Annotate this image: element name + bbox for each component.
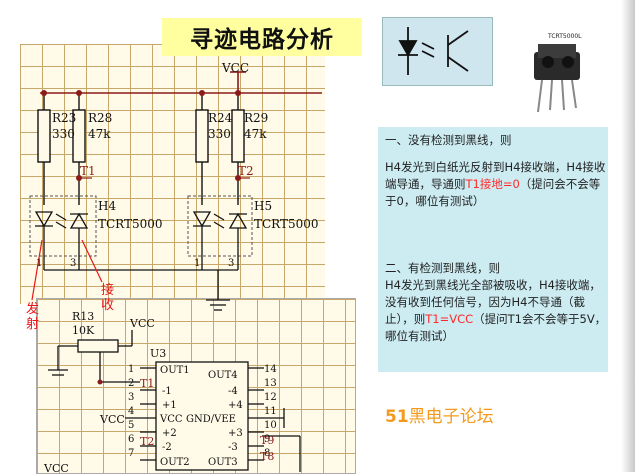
tcrt-label-1: TCRT5000 (98, 217, 163, 231)
pin-num-12: 12 (264, 392, 277, 403)
pin-b1: 1 (194, 258, 200, 269)
r23-label: R23 (52, 111, 76, 125)
optocoupler-symbol-icon (398, 27, 469, 75)
case1-body-b: （提问会不会等于0，哪位有测试） (385, 177, 601, 208)
tcrt-label-2: TCRT5000 (254, 217, 319, 231)
sensor-model-label: TCRT5000L (548, 33, 582, 40)
r13-label: R13 (72, 310, 94, 323)
schematic-grid-top (20, 44, 325, 304)
pin-num-14: 14 (264, 364, 277, 375)
pin-m4: -4 (228, 386, 238, 397)
case2-text: H4发光到黑线光全部被吸收，H4接收端，没有收到任何信号，因为H4不导通（截止）… (385, 277, 607, 345)
pin-vcc: VCC (159, 414, 183, 425)
pin-a3: 3 (70, 258, 76, 269)
r29-value: 47k (244, 127, 267, 141)
u3-label: U3 (150, 347, 166, 360)
pin-m2: -2 (162, 442, 172, 453)
pin-num-11: 11 (264, 406, 277, 417)
pin-num-9: 9 (264, 434, 270, 445)
pin-num-2: 2 (128, 378, 134, 389)
emit-annotation: 发射 (26, 302, 40, 332)
pin-out2: OUT2 (160, 457, 190, 468)
h5-label: H5 (254, 199, 272, 213)
pin-out3: OUT3 (208, 457, 238, 468)
pin-num-6: 6 (128, 434, 134, 445)
pin-num-7: 7 (128, 448, 134, 459)
case1-body-a: H4发光到白纸光反射到H4接收端，H4接收端导通，导通则 (385, 160, 606, 191)
page-edge-shadow (621, 0, 635, 472)
pin-gnd: GND/VEE (186, 414, 236, 425)
pin-p3: +3 (228, 428, 243, 439)
vcc-label: VCC (221, 61, 249, 75)
case1-heading: 一、没有检测到黑线，则 (385, 133, 512, 147)
pin-num-1: 1 (128, 364, 134, 375)
r29-label: R29 (244, 111, 268, 125)
t2-label: T2 (238, 164, 254, 178)
r24-value: 330 (208, 127, 231, 141)
vcc-pot-label: VCC (129, 317, 155, 330)
pin-num-10: 10 (264, 420, 277, 431)
t9-label: T9 (260, 434, 274, 447)
pin-num-4: 4 (128, 406, 134, 417)
pin-m1: -1 (162, 386, 172, 397)
h4-label: H4 (98, 199, 116, 213)
forum-watermark: 51黑电子论坛 (385, 402, 494, 427)
pin-out4: OUT4 (208, 370, 238, 381)
r23-value: 330 (52, 127, 75, 141)
r13-value: 10K (72, 324, 95, 337)
pin-a1: 1 (36, 258, 42, 269)
case2-body-a: H4发光到黑线光全部被吸收，H4接收端，没有收到任何信号，因为H4不导通（截止）… (385, 278, 601, 326)
r28-label: R28 (88, 111, 112, 125)
pin-p2: +2 (162, 428, 177, 439)
analysis-panel: 一、没有检测到黑线，则 H4发光到白纸光反射到H4接收端，H4接收端导通，导通则… (378, 127, 608, 372)
page-title: 寻迹电路分析 (162, 18, 362, 56)
pin-num-3: 3 (128, 392, 134, 403)
r24-label: R24 (208, 111, 233, 125)
pin-m3: -3 (228, 442, 238, 453)
pin-p1: +1 (162, 400, 177, 411)
forum-name: 黑电子论坛 (408, 407, 494, 427)
pin-p4: +4 (228, 400, 243, 411)
pin-num-5: 5 (128, 420, 134, 431)
case2-heading: 二、有检测到黑线，则 (385, 261, 500, 275)
case2-red: T1=VCC (425, 312, 474, 326)
case1-text: H4发光到白纸光反射到H4接收端，H4接收端导通，导通则T1接地=0（提问会不会… (385, 159, 607, 210)
r28-value: 47k (88, 127, 111, 141)
vcc-opamp-label: VCC (99, 413, 125, 426)
case2-body-b: （提问T1会不会等于5V，哪位有测试） (385, 312, 607, 343)
symbol-box (382, 17, 493, 86)
pin-out1: OUT1 (160, 365, 190, 376)
vcc-bottom-label: VCC (43, 462, 69, 472)
t1-label: T1 (80, 164, 96, 178)
pin-num-8: 8 (264, 448, 270, 459)
t8-label: T8 (260, 450, 274, 463)
t2-bottom-label: T2 (140, 435, 154, 448)
case1-red: T1接地=0 (465, 177, 520, 191)
receive-annotation: 接收 (101, 283, 115, 313)
pin-b3: 3 (228, 258, 234, 269)
pin-num-13: 13 (264, 378, 277, 389)
forum-prefix: 51 (385, 407, 409, 427)
t1-bottom-label: T1 (140, 377, 154, 390)
